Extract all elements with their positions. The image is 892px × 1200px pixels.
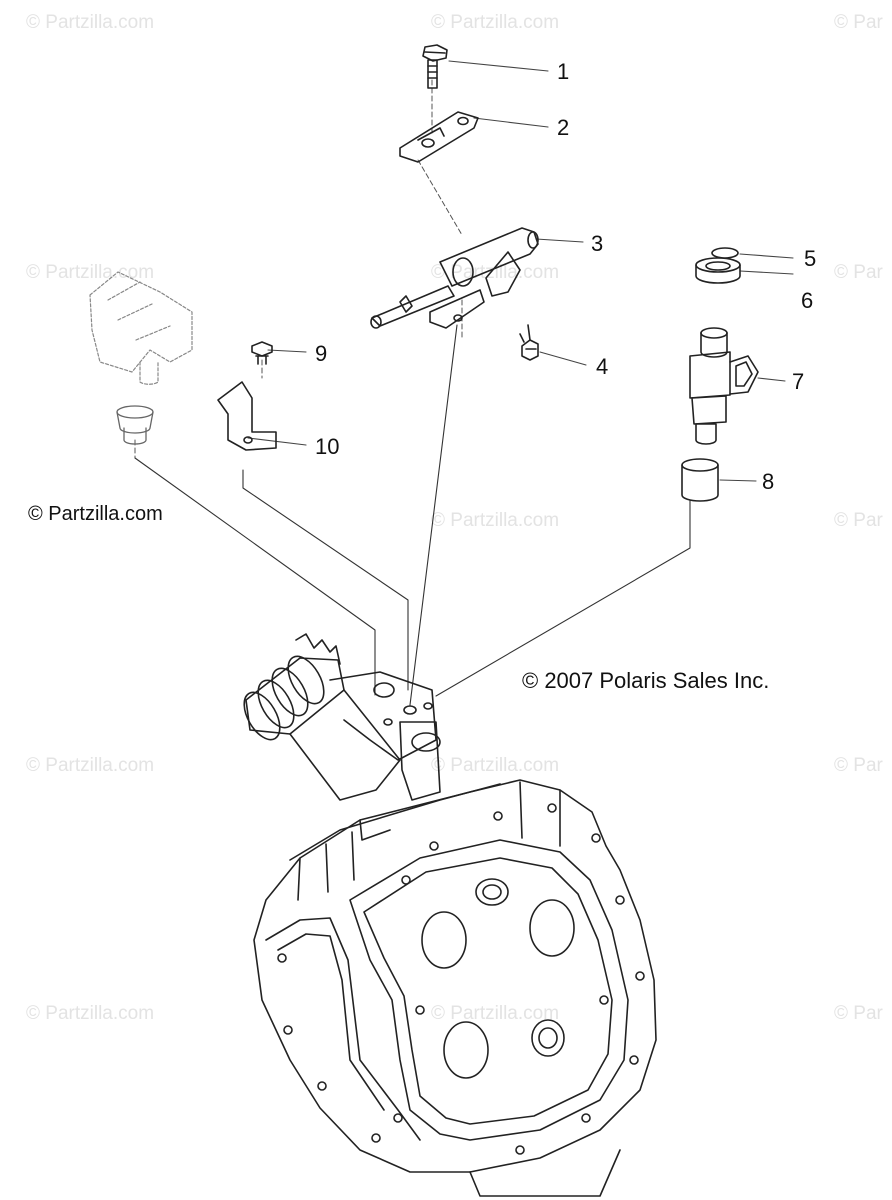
watermark: © Partzilla.com (26, 1003, 155, 1024)
callout-5: 5 (804, 246, 817, 271)
watermark: © Partzilla.com (26, 12, 155, 33)
callout-10: 10 (315, 434, 340, 459)
watermark: © Par (834, 262, 883, 283)
watermark: © Par (834, 755, 883, 776)
copyright-notice: © 2007 Polaris Sales Inc. (522, 668, 770, 693)
o-ring-part-5 (711, 247, 739, 259)
small-screw-part-9 (251, 341, 273, 365)
watermark: © Partzilla.com (26, 755, 155, 776)
site-credit: © Partzilla.com (28, 503, 163, 525)
callout-6: 6 (801, 288, 814, 313)
intake-boot (243, 633, 441, 801)
cylinder-head (253, 779, 657, 1197)
watermark: © Partzilla.com (431, 262, 560, 283)
watermark: © Partzilla.com (431, 510, 560, 531)
clip-part-10 (217, 381, 277, 451)
seal-part-6 (695, 257, 741, 284)
callout-4: 4 (596, 354, 609, 379)
fuel-rail-part-3 (370, 227, 539, 329)
sensor-reference (89, 271, 193, 385)
bolt-part-1 (422, 44, 448, 89)
assembly-lines (134, 79, 463, 459)
watermark: © Par (834, 510, 883, 531)
watermark: © Partzilla.com (26, 262, 155, 283)
bracket-part-2 (399, 111, 479, 163)
connection-lines (134, 324, 691, 706)
watermark: © Partzilla.com (431, 12, 560, 33)
screw-part-4 (519, 324, 539, 361)
watermark: © Partzilla.com (431, 755, 560, 776)
callout-1: 1 (557, 59, 570, 84)
callout-8: 8 (762, 469, 775, 494)
callout-7: 7 (792, 369, 805, 394)
callout-2: 2 (557, 115, 570, 140)
watermark: © Par (834, 12, 883, 33)
leader-lines (247, 60, 794, 482)
grommet (116, 405, 154, 445)
injector-part-7 (689, 327, 759, 445)
callout-3: 3 (591, 231, 604, 256)
watermark: © Partzilla.com (431, 1003, 560, 1024)
sleeve-part-8 (681, 458, 719, 502)
watermark: © Par (834, 1003, 883, 1024)
callout-9: 9 (315, 341, 328, 366)
